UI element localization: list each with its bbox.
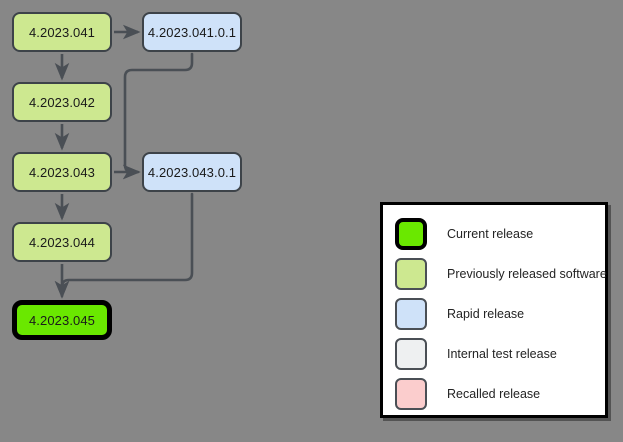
- node-label: 4.2023.043.0.1: [147, 164, 237, 180]
- legend-swatch-rapid-release: [395, 298, 427, 330]
- node-label: 4.2023.045: [28, 312, 96, 328]
- legend-label-current-release: Current release: [447, 227, 534, 241]
- legend-swatch-recalled-release: [395, 378, 427, 410]
- legend-swatch-previously-released-software: [395, 258, 427, 290]
- legend-label-rapid-release: Rapid release: [447, 307, 525, 321]
- legend-item-rapid-release: Rapid release: [395, 297, 524, 331]
- legend-item-current-release: Current release: [395, 217, 533, 251]
- node-label: 4.2023.042: [28, 94, 96, 110]
- legend-item-previously-released-software: Previously released software: [395, 257, 607, 291]
- node-label: 4.2023.041.0.1: [147, 24, 237, 40]
- legend-panel: Current release Previously released soft…: [380, 202, 608, 418]
- legend-label-recalled-release: Recalled release: [447, 387, 541, 401]
- node-4-2023-042[interactable]: 4.2023.042: [12, 82, 112, 122]
- legend-item-internal-test-release: Internal test release: [395, 337, 557, 371]
- node-label: 4.2023.044: [28, 234, 96, 250]
- legend-label-previously-released-software: Previously released software: [447, 267, 607, 281]
- node-4-2023-043[interactable]: 4.2023.043: [12, 152, 112, 192]
- legend-label-internal-test-release: Internal test release: [447, 347, 557, 361]
- node-label: 4.2023.041: [28, 24, 96, 40]
- node-4-2023-041-0-1[interactable]: 4.2023.041.0.1: [142, 12, 242, 52]
- node-4-2023-043-0-1[interactable]: 4.2023.043.0.1: [142, 152, 242, 192]
- legend-item-recalled-release: Recalled release: [395, 377, 540, 411]
- node-4-2023-041[interactable]: 4.2023.041: [12, 12, 112, 52]
- node-4-2023-044[interactable]: 4.2023.044: [12, 222, 112, 262]
- node-4-2023-045[interactable]: 4.2023.045: [12, 300, 112, 340]
- node-label: 4.2023.043: [28, 164, 96, 180]
- legend-swatch-current-release: [395, 218, 427, 250]
- legend-swatch-internal-test-release: [395, 338, 427, 370]
